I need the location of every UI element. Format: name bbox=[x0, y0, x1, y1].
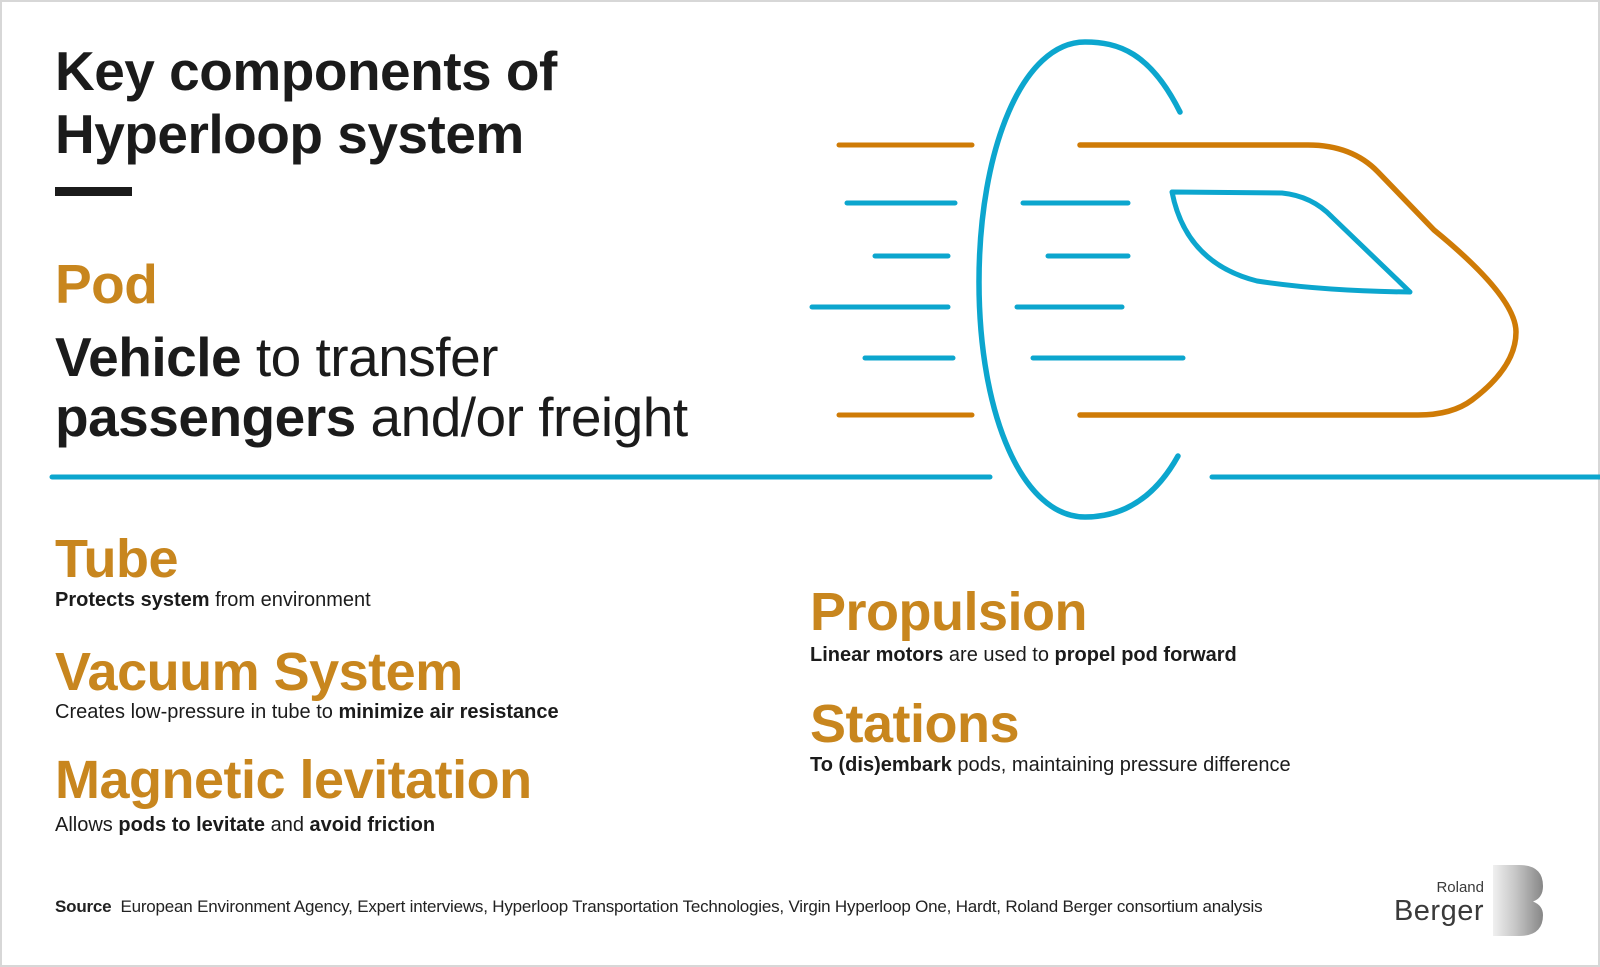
source-label: Source bbox=[55, 897, 112, 916]
source-note: Source European Environment Agency, Exper… bbox=[55, 896, 1263, 917]
tube-heading: Tube bbox=[55, 529, 178, 589]
tube-description: Protects system from environment bbox=[55, 589, 371, 611]
magnetic-levitation-description: Allows pods to levitate and avoid fricti… bbox=[55, 814, 436, 836]
roland-berger-logo: Roland Berger bbox=[1394, 865, 1543, 936]
magnetic-levitation-heading: Magnetic levitation bbox=[55, 750, 532, 810]
speed-lines-orange bbox=[836, 142, 975, 418]
tube-ring-arc bbox=[976, 39, 1183, 520]
pod-description-line-1: Vehicle to transfer bbox=[55, 326, 498, 388]
logo-berger-text: Berger bbox=[1393, 895, 1484, 927]
pod-description-line-2: passengers and/or freight bbox=[55, 386, 688, 448]
propulsion-description: Linear motors are used to propel pod for… bbox=[810, 644, 1237, 666]
source-text: European Environment Agency, Expert inte… bbox=[120, 897, 1263, 916]
stations-description: To (dis)embark pods, maintaining pressur… bbox=[810, 754, 1291, 776]
stations-heading: Stations bbox=[810, 694, 1020, 754]
pod-body-outline bbox=[1077, 142, 1519, 418]
speed-lines-blue bbox=[809, 200, 1186, 361]
title-line-2: Hyperloop system bbox=[55, 103, 524, 165]
pod-heading: Pod bbox=[55, 253, 158, 315]
roland-berger-b-icon bbox=[1493, 865, 1543, 936]
title-line-1: Key components of bbox=[55, 40, 557, 102]
propulsion-heading: Propulsion bbox=[810, 582, 1088, 642]
logo-roland-text: Roland bbox=[1436, 879, 1484, 896]
logo-wordmark: Roland Berger bbox=[1394, 865, 1484, 927]
vacuum-system-heading: Vacuum System bbox=[55, 642, 463, 702]
pod-description: Vehicle to transfer passengers and/or fr… bbox=[55, 327, 688, 447]
vacuum-system-description: Creates low-pressure in tube to minimize… bbox=[55, 701, 559, 723]
pod-window bbox=[1169, 189, 1413, 295]
title-underline-dash bbox=[55, 187, 132, 196]
